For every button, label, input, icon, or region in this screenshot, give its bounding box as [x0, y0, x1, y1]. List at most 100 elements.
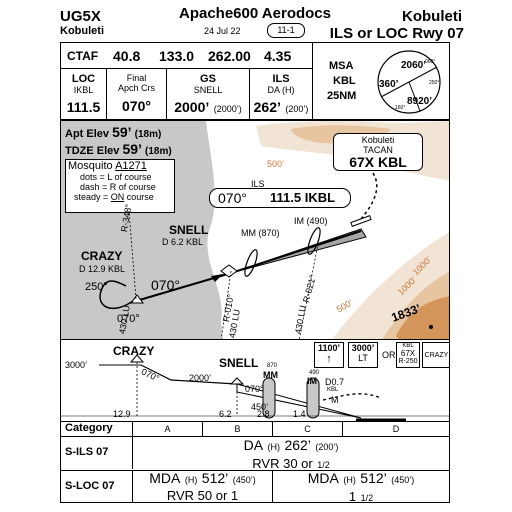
- gs-cell: GS SNELL 2000’ (2000’): [167, 69, 250, 119]
- tacan-box: Kobuleti TACAN 67X KBL: [333, 133, 423, 171]
- final-course: 070°: [122, 98, 151, 114]
- procedure-name: ILS or LOC Rwy 07: [329, 25, 464, 42]
- hold-outbound: 250°: [85, 281, 108, 293]
- final-label: Final: [126, 73, 147, 83]
- msa-radius: 25NM: [327, 90, 357, 102]
- gs-label: GS: [200, 73, 216, 85]
- missed-approach-icons: 1100’ ↑ 3000’ LT OR KBL 67X R-250 CRAZY: [314, 340, 449, 370]
- im-label: IM (490): [294, 216, 328, 226]
- profile-mm: [262, 377, 276, 419]
- tacan-type: TACAN: [363, 145, 393, 155]
- profile-dist-62: 6.2: [219, 409, 232, 419]
- final-course-line: [230, 230, 362, 274]
- sloc-row: S-LOC 07 MDA (H) 512’ (450’) RVR 50 or 1…: [61, 470, 449, 504]
- msa-alt-ne: 2060’: [401, 60, 426, 71]
- profile-alt-450: 450’: [251, 402, 269, 412]
- profile-dist-129: 12.9: [113, 409, 131, 419]
- holding-pattern: [99, 280, 134, 310]
- sloc-cd: MDA (H) 512’ (450’) 1 1/2: [307, 470, 415, 504]
- profile-snell: SNELL: [219, 356, 259, 370]
- ils-label: ILS: [251, 179, 265, 189]
- profile-descent: [140, 364, 237, 385]
- profile-missed: [322, 393, 382, 401]
- final-course-cell: Final Apch Crs 070°: [107, 69, 167, 119]
- freq-1: 40.8: [113, 48, 141, 64]
- profile-im: [306, 377, 320, 419]
- chart-date: 24 Jul 22: [204, 26, 241, 36]
- minimums-table: Category A B C D S-ILS 07 DA (H) 262’ (2…: [60, 421, 450, 504]
- tacan-name: Kobuleti: [361, 135, 395, 145]
- msa-alt-s: 8920’: [407, 96, 432, 107]
- msa-box: MSA KBL 25NM 2060’ 360’ 8920’ 060° 250° …: [312, 42, 450, 120]
- chart-title: Apache600 Aerodocs: [178, 5, 331, 22]
- ils-label: ILS: [272, 73, 290, 85]
- sloc-label: S-LOC 07: [61, 470, 133, 502]
- msa-brg-2: 250°: [429, 80, 439, 86]
- msa-circle: 2060’ 360’ 8920’ 060° 250° 160°: [377, 50, 441, 114]
- profile-d07-sub: KBL: [327, 387, 339, 393]
- missed-step-3: KBL 67X R-250: [396, 342, 420, 368]
- plan-view: Apt Elev 59’ (18m) TDZE Elev 59’ (18m) M…: [60, 120, 450, 340]
- profile-alt-2000: 2000’: [189, 373, 212, 383]
- profile-im-alt: 490: [309, 370, 320, 376]
- tdze-elev: TDZE Elev 59’ (18m): [65, 141, 172, 157]
- profile-snell-fix: [229, 377, 245, 385]
- profile-dist-28: 2.8: [257, 409, 270, 419]
- mosquito-note-1: dots = L of course: [80, 172, 152, 182]
- profile-view: CRAZY SNELL 3000’ 070° 2000’ 070° MM 870…: [60, 339, 450, 422]
- ils-frequency: 111.5 IKBL: [270, 190, 336, 205]
- cat-a: A: [133, 422, 203, 436]
- mosquito-note-3b: ON: [110, 192, 125, 202]
- profile-dist-14: 1.4: [293, 409, 306, 419]
- profile-crs-070b: 070°: [245, 384, 264, 394]
- profile-alt-3000: 3000’: [65, 360, 88, 370]
- crazy-fix: [130, 294, 144, 304]
- freq-4: 4.35: [264, 48, 292, 64]
- gs-alt-height: (2000’): [213, 104, 242, 114]
- final-sub: Apch Crs: [117, 83, 155, 93]
- page-number: 11-1: [267, 23, 305, 38]
- freq-3: 262.00: [208, 48, 251, 64]
- loc-ident: IKBL: [73, 85, 94, 95]
- profile-mm-alt: 870: [267, 363, 278, 369]
- tacan-id: 67X KBL: [349, 154, 407, 170]
- crazy-label: CRAZY: [81, 249, 123, 263]
- mosquito-note-3c: course: [124, 192, 154, 202]
- mosquito-label: Mosquito: [68, 160, 113, 172]
- cat-b: B: [203, 422, 273, 436]
- airport-id: UG5X: [60, 8, 101, 25]
- profile-m-label: M: [331, 395, 339, 405]
- airport-name: Kobuleti: [402, 8, 462, 25]
- profile-mm-label: MM: [263, 370, 278, 380]
- loc-cell: LOC IKBL 111.5: [61, 69, 107, 119]
- profile-d07: D0.7: [325, 377, 345, 387]
- mm-label: MM (870): [241, 228, 280, 238]
- ils-course: 070°: [218, 190, 247, 206]
- sils-label: S-ILS 07: [61, 436, 133, 469]
- inbound-course-2: 070°: [117, 313, 140, 325]
- sils-minimums: DA (H) 262’ (200’) RVR 30 or 1/2: [243, 437, 339, 471]
- terrain-label-500a: 500’: [267, 159, 285, 169]
- loc-label: LOC: [71, 73, 96, 85]
- missed-or: OR: [382, 350, 396, 360]
- profile-im-label: IM: [307, 376, 317, 386]
- ils-da-height: (200’): [285, 104, 309, 114]
- radial-021: [298, 238, 320, 339]
- gs-fix: SNELL: [193, 85, 223, 95]
- profile-crazy: CRAZY: [113, 344, 155, 358]
- msa-fix: KBL: [333, 75, 356, 87]
- ils-da: 262’: [253, 99, 281, 115]
- profile-drawing: [61, 354, 449, 421]
- middle-marker: [244, 249, 258, 277]
- mosquito-note-2: dash = R of course: [80, 182, 156, 192]
- crazy-sub: D 12.9 KBL: [79, 264, 126, 274]
- missed-step-4: CRAZY: [422, 342, 449, 368]
- mosquito-note-3a: steady =: [74, 192, 111, 202]
- ils-cell: ILS DA (H) 262’ (200’): [250, 69, 312, 119]
- inbound-course: 070°: [151, 277, 180, 293]
- ils-sub: DA (H): [267, 85, 295, 95]
- msa-label: MSA: [329, 60, 354, 72]
- apt-elev: Apt Elev 59’ (18m): [65, 124, 162, 140]
- terrain-high-south: [396, 296, 449, 339]
- snell-sub: D 6.2 KBL: [162, 237, 204, 247]
